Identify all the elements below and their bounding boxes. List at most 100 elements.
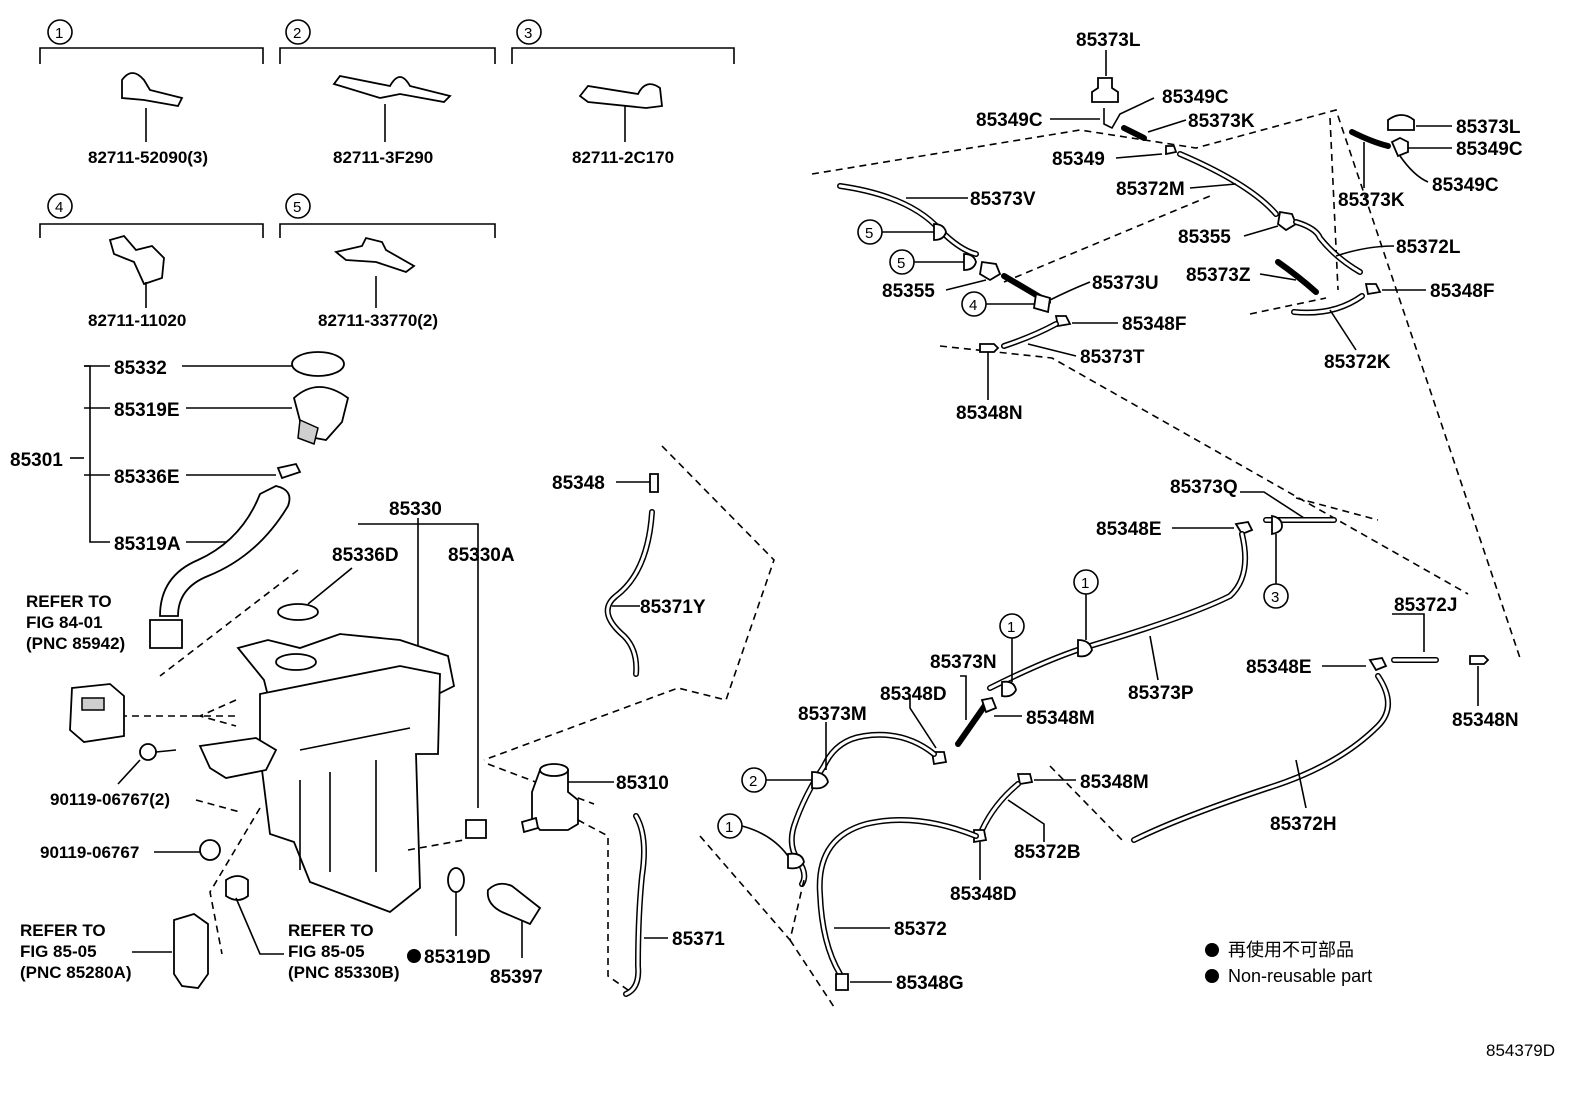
joint-85348M-b — [1016, 773, 1034, 786]
pump-85310-shape — [531, 769, 579, 831]
legend-jp: 再使用不可部品 — [1228, 940, 1354, 960]
check-valve-85355-b — [1277, 210, 1298, 232]
label-85373Z: 85373Z — [1186, 265, 1251, 286]
callout-number: 4 — [55, 199, 63, 216]
label-85372J: 85372J — [1394, 595, 1457, 616]
label-85373N: 85373N — [930, 652, 997, 673]
label-85319D: 85319D — [424, 947, 491, 968]
label-85336D: 85336D — [332, 545, 399, 566]
joint-85348N-b — [1469, 655, 1490, 665]
label-85332: 85332 — [114, 358, 167, 379]
oring — [447, 867, 465, 893]
clip-5-group: 5 82711-33770(2) — [279, 193, 496, 330]
legend: 再使用不可部品 Non-reusable part — [1205, 940, 1372, 986]
label-85373L-a: 85373L — [1076, 30, 1141, 51]
label-85372: 85372 — [894, 919, 947, 940]
label-85348N-a: 85348N — [956, 403, 1023, 424]
callout-number: 3 — [1271, 589, 1279, 606]
nozzle-85348 — [649, 473, 659, 493]
clip-3-group: 3 82711-2C170 — [511, 19, 735, 167]
label-85348E-a: 85348E — [1096, 519, 1162, 540]
nozzle-85373L-b — [1387, 114, 1415, 131]
drawing-number: 854379D — [1486, 1041, 1555, 1060]
legend-dot-en — [1205, 969, 1219, 983]
label-85348F-b: 85348F — [1430, 281, 1494, 302]
label-85348D-a: 85348D — [880, 684, 947, 705]
label-85397: 85397 — [490, 967, 543, 988]
callout-number: 5 — [865, 225, 873, 242]
callout-number: 5 — [293, 199, 301, 216]
label-90119-a: 90119-06767(2) — [50, 790, 170, 809]
clip-2-shape — [332, 75, 452, 103]
refer-box-3: REFER TO FIG 85-05 (PNC 85330B) — [225, 875, 400, 982]
label-85373M: 85373M — [798, 704, 867, 725]
label-85373Q: 85373Q — [1170, 477, 1238, 498]
sensor-connector — [69, 683, 125, 743]
legend-en: Non-reusable part — [1228, 966, 1372, 986]
callout-number: 3 — [524, 25, 532, 42]
label-85330A: 85330A — [448, 545, 515, 566]
bolt-1 — [139, 743, 157, 761]
label-85349C-c: 85349C — [1456, 139, 1523, 160]
label-90119-b: 90119-06767 — [40, 843, 139, 862]
label-85348D-b: 85348D — [950, 884, 1017, 905]
callout-number: 1 — [1007, 619, 1015, 636]
pump-85397-shape — [486, 882, 542, 926]
refer-3-line3: (PNC 85330B) — [288, 963, 400, 982]
legend-dot-jp — [1205, 943, 1219, 957]
refer-box-2: REFER TO FIG 85-05 (PNC 85280A) — [20, 913, 209, 989]
label-85310: 85310 — [616, 773, 669, 794]
clip-4-group: 4 82711-11020 — [39, 193, 264, 330]
label-85349C-a: 85349C — [1162, 87, 1229, 108]
clip-1-group: 1 82711-52090(3) — [39, 19, 264, 167]
callout-circle-1 — [47, 19, 73, 45]
callout-number: 1 — [55, 25, 63, 42]
pump-85310: 85310 — [520, 763, 669, 834]
label-85348M-b: 85348M — [1080, 772, 1149, 793]
callout-number: 5 — [897, 255, 905, 272]
grommet-85330B — [225, 875, 249, 901]
label-85373L-b: 85373L — [1456, 117, 1521, 138]
washer-tank: 85330 85336D 85330A — [120, 499, 595, 955]
label-85319E: 85319E — [114, 400, 180, 421]
label-85348: 85348 — [552, 473, 605, 494]
filler-cap — [291, 351, 345, 377]
refer-1-line2: FIG 84-01 — [26, 613, 103, 632]
label-85319A: 85319A — [114, 534, 181, 555]
label-85330: 85330 — [389, 499, 442, 520]
oring-85319D: 85319D — [407, 867, 491, 968]
label-85371: 85371 — [672, 929, 725, 950]
clip-3-shape — [578, 83, 663, 109]
refer-2-line3: (PNC 85280A) — [20, 963, 132, 982]
label-85372L: 85372L — [1396, 237, 1461, 258]
joint-85348F-b — [1364, 283, 1382, 296]
refer-1-line3: (PNC 85942) — [26, 634, 125, 653]
label-85349: 85349 — [1052, 149, 1105, 170]
joint-85348E-b — [1368, 657, 1388, 672]
refer-box-1: REFER TO FIG 84-01 (PNC 85942) — [26, 592, 125, 743]
label-85355-a: 85355 — [882, 281, 935, 302]
callout-number: 2 — [749, 773, 757, 790]
callout-circle-2 — [285, 19, 311, 45]
label-85371Y: 85371Y — [640, 597, 706, 618]
clip-4-shape — [108, 234, 165, 286]
clip-5-shape — [333, 236, 416, 274]
upper-hose-network: 85373L 85349C 85349C 85373K 85349 85372M… — [811, 30, 1523, 659]
label-85373K-a: 85373K — [1188, 111, 1255, 132]
hose-85371: 85371 — [577, 813, 725, 997]
label-85348M-a: 85348M — [1026, 708, 1095, 729]
label-85373V: 85373V — [970, 189, 1036, 210]
callout-circle-4 — [47, 193, 73, 219]
callout-number: 1 — [1081, 575, 1089, 592]
filler-hose-end — [149, 619, 183, 649]
callout-3 — [1263, 583, 1289, 609]
filler-ring — [276, 462, 302, 480]
joint-85348M-a — [980, 696, 998, 714]
tank-body — [259, 665, 441, 914]
label-85348F-a: 85348F — [1122, 314, 1186, 335]
clip-2-group: 2 82711-3F290 — [279, 19, 496, 167]
label-85348N-b: 85348N — [1452, 710, 1519, 731]
nozzle-85348G — [835, 973, 849, 991]
bolt-2 — [199, 839, 221, 861]
